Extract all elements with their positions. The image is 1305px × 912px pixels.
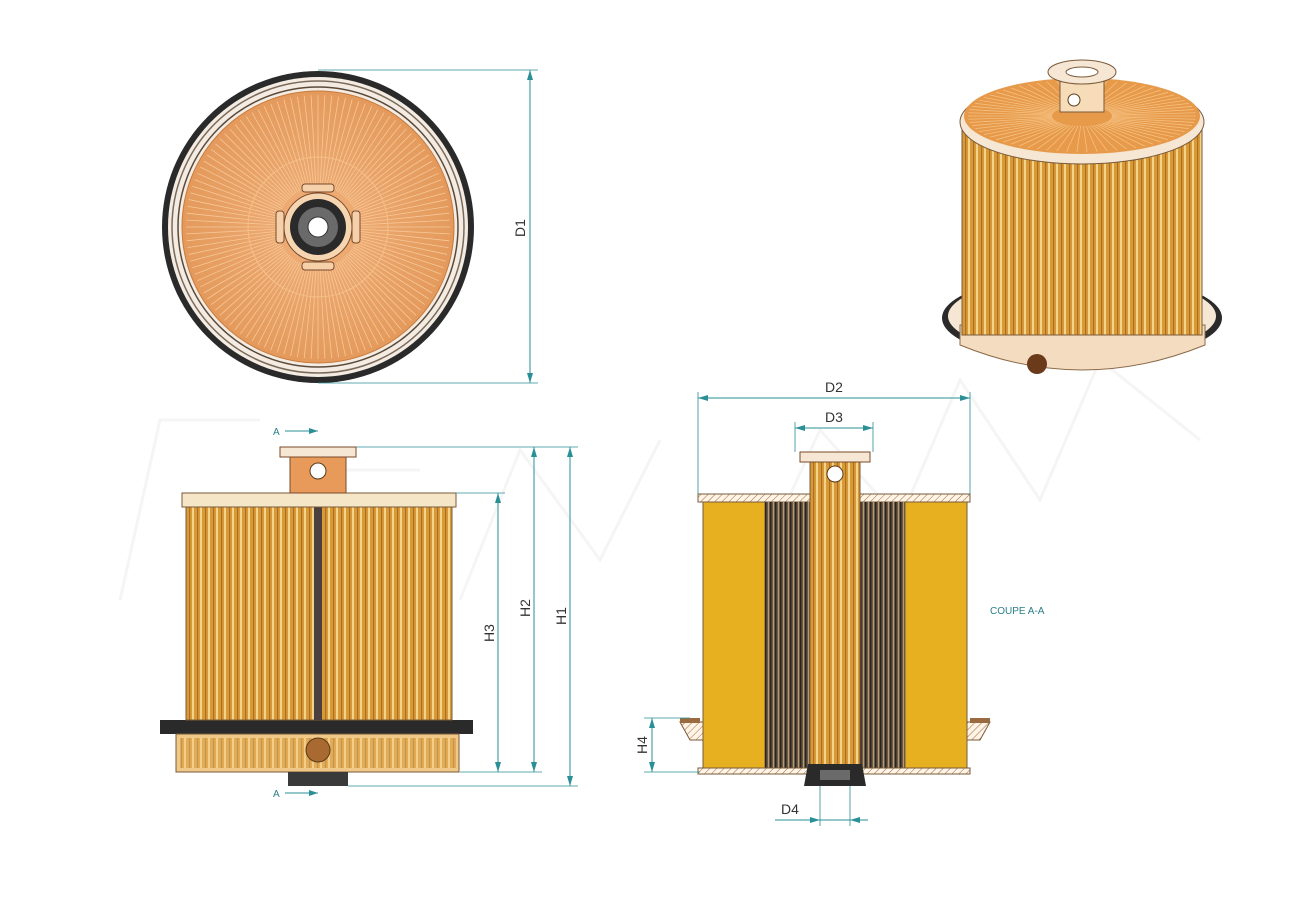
dimension-h3: H3 [456,492,505,773]
section-mark-top: A [273,427,318,438]
dimension-d1: D1 [318,69,538,384]
isometric-view [942,59,1222,374]
dimension-h1: H1 [348,446,578,787]
center-spigot [275,183,361,271]
section-label: COUPE A-A [990,606,1045,617]
section-view: D2 D3 D4 H4 COUPE A-A [634,379,1045,826]
front-view: A A H3 H2 [160,427,578,800]
h4-label: H4 [634,736,650,754]
d1-label: D1 [512,219,528,237]
radial-pleat-lines [186,95,450,359]
dimension-d4: D4 [775,786,868,826]
h1-label: H1 [553,607,569,625]
d2-label: D2 [825,379,843,395]
section-mark-bottom-label: A [273,789,280,800]
d4-label: D4 [781,801,799,817]
dimension-d2: D2 [697,379,971,494]
section-mark-top-label: A [273,427,280,438]
d3-label: D3 [825,409,843,425]
iso-radial-lines [968,79,1196,153]
dimension-d3: D3 [794,409,874,452]
dimension-h2: H2 [356,446,542,773]
top-view: D1 [162,69,538,384]
h3-label: H3 [481,624,497,642]
section-mark-bottom: A [273,789,318,800]
dimension-h4: H4 [634,717,700,773]
h2-label: H2 [517,599,533,617]
